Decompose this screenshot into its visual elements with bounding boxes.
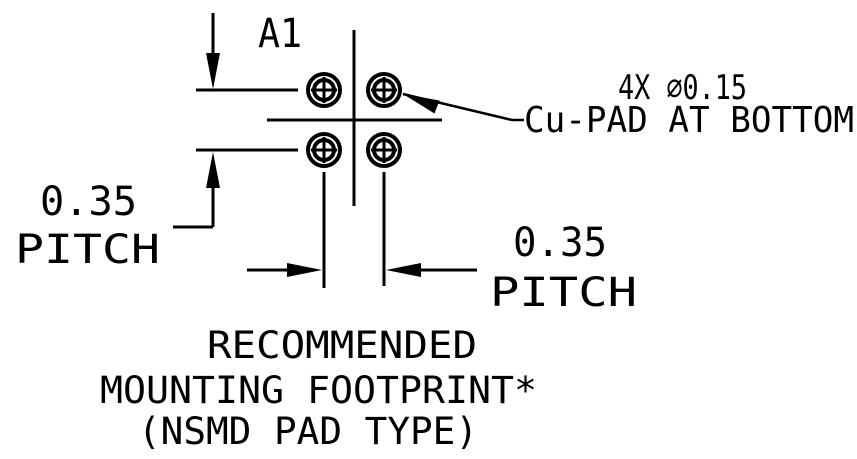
pad-note-description: Cu-PAD AT BOTTOM — [524, 100, 854, 141]
caption-line-2: MOUNTING FOOTPRINT* — [100, 369, 537, 412]
vertical-pitch-value: 0.35 — [40, 179, 137, 225]
cu-pad-top-right — [366, 72, 402, 108]
cu-pad-bottom-left — [306, 132, 342, 168]
arrowhead-up-icon — [206, 152, 220, 188]
caption-line-1: RECOMMENDED — [207, 324, 477, 367]
arrowhead-down-icon — [206, 53, 220, 89]
cu-pad-top-left — [306, 72, 342, 108]
vertical-pitch-label: PITCH — [15, 227, 160, 273]
horizontal-pitch-label: PITCH — [490, 270, 637, 316]
arrowhead-left-icon — [386, 263, 421, 277]
arrowhead-right-icon — [287, 263, 322, 277]
pin1-label: A1 — [258, 11, 302, 57]
horizontal-pitch-value: 0.35 — [513, 220, 607, 266]
caption-line-3: (NSMD PAD TYPE) — [138, 410, 478, 453]
leader-arrowhead-icon — [403, 94, 440, 114]
cu-pad-bottom-right — [366, 132, 402, 168]
pad-note-quantity-diameter: 4X ∅0.15 — [618, 68, 747, 108]
note-leader-line — [402, 92, 524, 122]
